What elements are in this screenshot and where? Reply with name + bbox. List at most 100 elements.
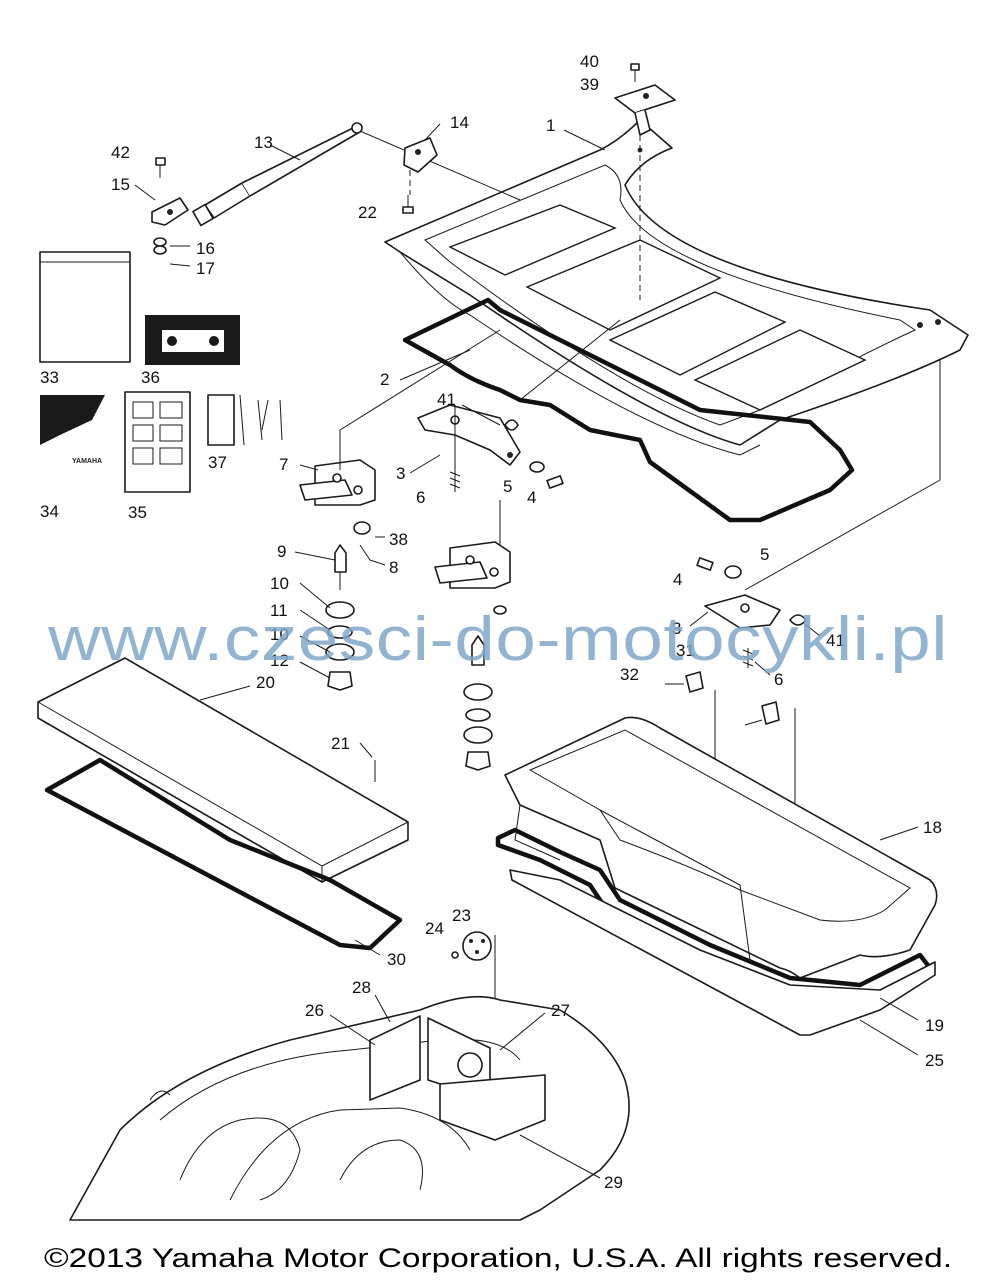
label-42: 42 — [111, 143, 130, 162]
instruction-sheet-35 — [124, 391, 191, 493]
screw-24 — [451, 951, 459, 959]
hinge-plate-3-lower — [704, 594, 781, 629]
label-3-upper: 3 — [396, 464, 405, 483]
label-10-a: 10 — [270, 574, 289, 593]
clip-31 — [685, 671, 704, 693]
screw-6-upper — [449, 470, 461, 492]
label-35: 35 — [128, 503, 147, 522]
part-number-labels: 40 39 1 14 13 42 15 22 16 17 33 36 2 41 … — [40, 52, 944, 1192]
label-8: 8 — [389, 558, 398, 577]
video-cassette-36 — [145, 315, 240, 365]
washer-5-upper — [529, 461, 545, 473]
label-41-upper: 41 — [437, 390, 456, 409]
pin-right — [471, 635, 485, 666]
label-27: 27 — [551, 1001, 570, 1020]
bolt-4-upper — [546, 475, 564, 489]
washer-5-lower — [724, 565, 742, 579]
label-24: 24 — [425, 919, 444, 938]
label-25: 25 — [925, 1051, 944, 1070]
label-36: 36 — [141, 368, 160, 387]
nut-16 — [153, 237, 167, 247]
watercraft-hull — [69, 995, 630, 1221]
watermark-text: www.czesci-do-motocykli.pl — [47, 605, 948, 674]
screw-6-lower — [742, 648, 754, 668]
nut-41-upper — [504, 419, 519, 431]
label-1: 1 — [546, 116, 555, 135]
label-9: 9 — [277, 542, 286, 561]
board-20 — [37, 657, 409, 883]
lid-gasket — [402, 297, 855, 523]
gas-strut-13 — [192, 122, 363, 227]
label-33: 33 — [40, 368, 59, 387]
label-23: 23 — [452, 906, 471, 925]
label-31: 31 — [676, 641, 695, 660]
clip-31-b — [761, 701, 780, 725]
washer-11-left — [327, 625, 353, 639]
label-18: 18 — [923, 818, 942, 837]
screw-8 — [359, 544, 371, 561]
bracket-15 — [151, 197, 189, 226]
label-14: 14 — [450, 113, 469, 132]
liner-sheet-25 — [509, 869, 936, 1036]
label-6-upper: 6 — [416, 488, 425, 507]
tool-kit-37 — [207, 394, 283, 446]
label-16: 16 — [196, 239, 215, 258]
washer-10-left-a — [325, 601, 355, 619]
label-15: 15 — [111, 175, 130, 194]
washer-10-left-b — [325, 643, 355, 661]
label-13: 13 — [254, 133, 273, 152]
label-30: 30 — [387, 950, 406, 969]
board-gasket-30 — [44, 757, 403, 951]
manual-bag-33 — [39, 251, 131, 363]
label-38: 38 — [389, 530, 408, 549]
label-6-lower: 6 — [774, 670, 783, 689]
label-4-upper: 4 — [527, 488, 536, 507]
label-28: 28 — [352, 978, 371, 997]
cap-23 — [462, 931, 492, 961]
label-19: 19 — [925, 1016, 944, 1035]
bolt-40 — [630, 63, 640, 82]
storage-lid — [384, 119, 969, 456]
owners-manual-34: YAMAHA — [40, 395, 105, 465]
label-17: 17 — [196, 259, 215, 278]
label-4-lower: 4 — [673, 570, 682, 589]
label-5-upper: 5 — [503, 477, 512, 496]
nut-41-lower — [789, 614, 807, 626]
copyright-notice: ©2013 Yamaha Motor Corporation, U.S.A. A… — [44, 1243, 952, 1273]
bracket-39 — [614, 84, 676, 136]
label-26: 26 — [305, 1001, 324, 1020]
label-5-lower: 5 — [760, 545, 769, 564]
label-11: 11 — [270, 601, 288, 620]
bolt-42 — [155, 157, 166, 178]
label-7: 7 — [279, 455, 288, 474]
label-39: 39 — [580, 75, 599, 94]
collar-38 — [353, 521, 371, 535]
label-12: 12 — [270, 651, 289, 670]
label-2: 2 — [380, 370, 389, 389]
svg-text:YAMAHA: YAMAHA — [72, 458, 102, 465]
label-41-lower: 41 — [826, 631, 845, 650]
hinge-plate-3-upper — [417, 404, 521, 466]
pin-9-left — [334, 544, 347, 590]
label-32: 32 — [620, 665, 639, 684]
tub-gasket-19 — [495, 827, 933, 1003]
label-29: 29 — [604, 1173, 623, 1192]
label-21: 21 — [331, 734, 350, 753]
label-34: 34 — [40, 502, 59, 521]
leader-lines — [134, 123, 919, 1179]
label-20: 20 — [256, 673, 275, 692]
label-3-lower: 3 — [672, 619, 681, 638]
nut-12-left — [327, 671, 353, 691]
bracket-14 — [403, 137, 438, 173]
label-37: 37 — [208, 453, 227, 472]
label-10-b: 10 — [270, 625, 289, 644]
washer-17 — [153, 245, 167, 255]
hinge-7-left — [299, 459, 376, 506]
storage-tub-18 — [504, 716, 938, 979]
bolt-22 — [402, 195, 414, 214]
bolt-4-lower — [696, 557, 714, 571]
label-22: 22 — [358, 203, 377, 222]
hinge-right — [434, 541, 511, 589]
label-40: 40 — [580, 52, 599, 71]
